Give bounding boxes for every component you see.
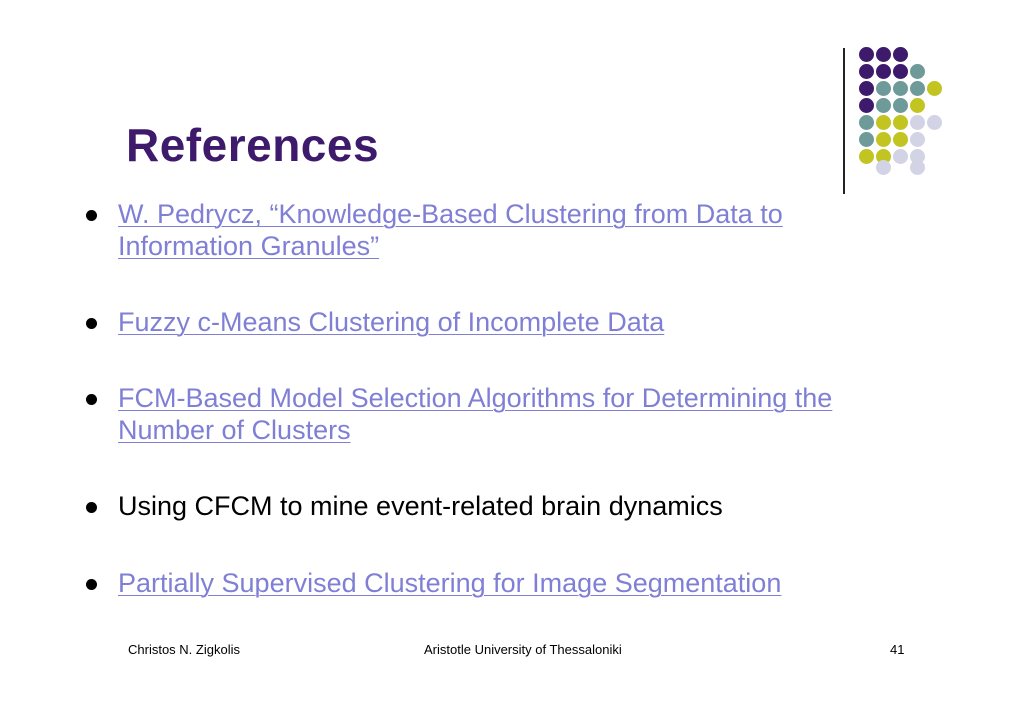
reference-item: FCM-Based Model Selection Algorithms for… <box>86 382 906 446</box>
decor-dot <box>893 98 908 113</box>
decor-dot <box>859 132 874 147</box>
decor-dot <box>893 64 908 79</box>
decor-dot <box>893 115 908 130</box>
reference-item: Using CFCM to mine event-related brain d… <box>86 490 906 522</box>
decor-dot <box>910 81 925 96</box>
decor-dot <box>910 160 925 175</box>
decor-dot <box>859 47 874 62</box>
decor-dot <box>859 149 874 164</box>
footer-institution: Aristotle University of Thessaloniki <box>424 642 622 657</box>
decor-dot <box>876 64 891 79</box>
decor-dot <box>893 47 908 62</box>
decor-dot <box>876 132 891 147</box>
decor-dot <box>859 81 874 96</box>
bullet-icon <box>86 394 97 405</box>
decor-dot <box>927 81 942 96</box>
bullet-icon <box>86 318 97 329</box>
decor-dot <box>876 47 891 62</box>
bullet-icon <box>86 210 97 221</box>
decor-dot <box>910 132 925 147</box>
reference-item: W. Pedrycz, “Knowledge-Based Clustering … <box>86 198 906 262</box>
decor-dot <box>927 115 942 130</box>
title-divider-line <box>843 48 845 194</box>
decor-dot <box>910 64 925 79</box>
decor-dot <box>859 64 874 79</box>
footer-page-number: 41 <box>890 642 905 657</box>
decor-dot <box>876 98 891 113</box>
decor-dot <box>876 115 891 130</box>
footer-author: Christos N. Zigkolis <box>128 642 240 657</box>
reference-item: Fuzzy c-Means Clustering of Incomplete D… <box>86 306 906 338</box>
decor-dot <box>859 115 874 130</box>
reference-link[interactable]: FCM-Based Model Selection Algorithms for… <box>118 383 833 445</box>
decor-dot <box>910 149 925 164</box>
decor-dot <box>893 149 908 164</box>
decor-dot <box>893 132 908 147</box>
decor-dot <box>876 81 891 96</box>
reference-link[interactable]: Partially Supervised Clustering for Imag… <box>118 568 782 598</box>
bullet-icon <box>86 502 97 513</box>
decor-dot <box>910 98 925 113</box>
bullet-icon <box>86 579 97 590</box>
decor-dot <box>876 149 891 164</box>
reference-item: Partially Supervised Clustering for Imag… <box>86 567 906 599</box>
decor-dot <box>893 81 908 96</box>
decor-dot <box>910 115 925 130</box>
decor-dot <box>859 98 874 113</box>
reference-link[interactable]: Fuzzy c-Means Clustering of Incomplete D… <box>118 307 665 337</box>
reference-link[interactable]: W. Pedrycz, “Knowledge-Based Clustering … <box>118 199 783 261</box>
reference-text: Using CFCM to mine event-related brain d… <box>118 491 723 521</box>
page-title: References <box>126 119 380 171</box>
decor-dot <box>876 160 891 175</box>
